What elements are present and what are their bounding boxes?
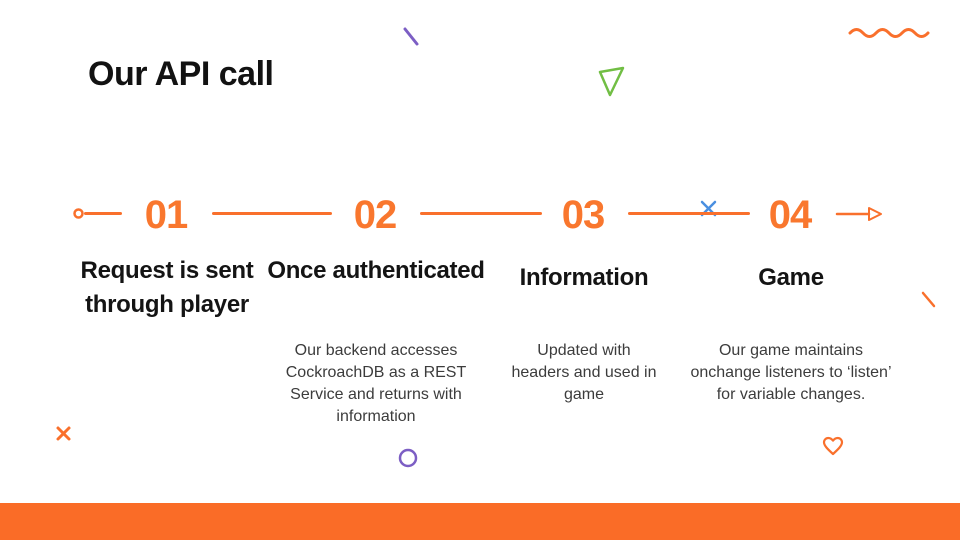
step-number: 02 [353, 193, 398, 237]
step-number: 03 [561, 193, 606, 237]
timeline-segment [212, 212, 332, 215]
timeline-arrow-icon [835, 207, 882, 221]
orange-slash-icon [921, 291, 936, 308]
step-body: Our game maintains onchange listeners to… [690, 342, 892, 403]
step-body: Updated with headers and used in game [511, 342, 657, 403]
bottom-accent-bar [0, 503, 960, 540]
step-column: Request is sent through player [57, 254, 277, 340]
orange-heart-icon [822, 436, 844, 456]
timeline-segment [628, 212, 750, 215]
step-number: 04 [768, 193, 813, 237]
page-title: Our API call [88, 55, 274, 93]
step-heading: Once authenticated [267, 257, 485, 284]
blue-x-icon [700, 200, 717, 217]
step-heading: Information [519, 264, 649, 291]
orange-squiggle-icon [848, 28, 930, 38]
timeline-segment [84, 212, 122, 215]
step-column: Once authenticated Our backend accesses … [266, 254, 486, 428]
timeline-start-dot-icon [73, 208, 84, 219]
timeline-segment [420, 212, 542, 215]
step-column: Information Updated with headers and use… [474, 254, 694, 406]
step-number: 01 [144, 193, 189, 237]
green-triangle-icon [598, 66, 625, 97]
orange-x-icon [56, 426, 71, 441]
purple-circle-icon [398, 448, 418, 468]
step-heading: Game [758, 264, 824, 291]
step-heading: Request is sent through player [80, 257, 254, 318]
step-column: Game Our game maintains onchange listene… [681, 254, 901, 406]
step-body: Our backend accesses CockroachDB as a RE… [285, 342, 467, 425]
purple-slash-icon [403, 27, 419, 46]
